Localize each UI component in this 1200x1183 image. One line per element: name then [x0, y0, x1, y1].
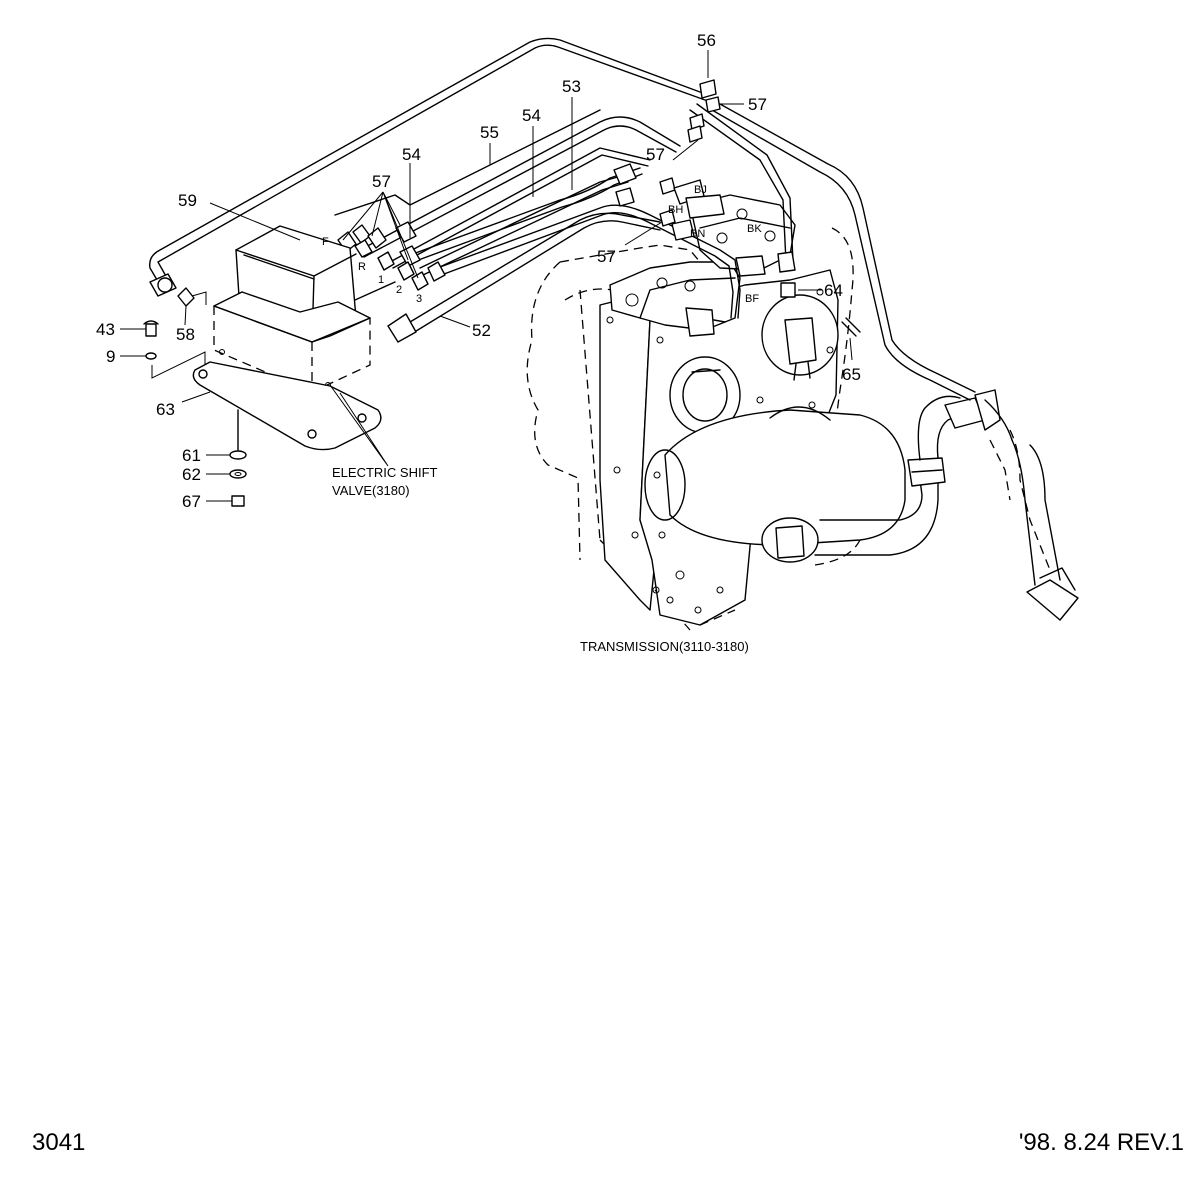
- callout-63: 63: [156, 400, 175, 419]
- leader-lines: [120, 50, 853, 502]
- callout-55: 55: [480, 123, 499, 142]
- port-bf: BF: [745, 293, 759, 305]
- callout-57-cluster: 57: [372, 172, 391, 191]
- callout-67: 67: [182, 492, 201, 511]
- port-bk: BK: [747, 223, 762, 235]
- caption-electric-shift-line1: ELECTRIC SHIFT: [332, 465, 438, 480]
- port-bh: BH: [668, 204, 683, 216]
- page-code: 3041: [32, 1129, 85, 1156]
- port-labels: F R 1 2 3 BJ BH BK BN BF: [322, 184, 762, 305]
- lines-52-55: [334, 103, 794, 337]
- callout-57-right: 57: [646, 145, 665, 164]
- housing-bolts: [606, 288, 834, 614]
- port-bj: BJ: [694, 184, 707, 196]
- callout-53: 53: [562, 77, 581, 96]
- revision-date: '98. 8.24 REV.1: [1019, 1129, 1184, 1156]
- port-r: R: [358, 261, 366, 273]
- port-1: 1: [378, 274, 384, 286]
- callout-61: 61: [182, 446, 201, 465]
- callout-56: 56: [697, 31, 716, 50]
- fittings: [337, 79, 861, 343]
- port-3: 3: [416, 293, 422, 305]
- transmission-body: [599, 194, 906, 626]
- callout-54-left: 54: [402, 145, 421, 164]
- callout-52: 52: [472, 321, 491, 340]
- captions: ELECTRIC SHIFT VALVE(3180) TRANSMISSION(…: [332, 465, 749, 654]
- electric-shift-valve: [143, 225, 382, 507]
- port-bn: BN: [690, 228, 705, 240]
- callout-54-mid: 54: [522, 106, 541, 125]
- callout-58: 58: [176, 325, 195, 344]
- caption-electric-shift-line2: VALVE(3180): [332, 483, 410, 498]
- callout-43: 43: [96, 320, 115, 339]
- callout-57-top: 57: [748, 95, 767, 114]
- return-hose: [814, 389, 1079, 621]
- footer: 3041 '98. 8.24 REV.1: [32, 1129, 1184, 1156]
- line-59: [149, 37, 976, 401]
- callout-57-low: 57: [597, 247, 616, 266]
- caption-transmission: TRANSMISSION(3110-3180): [580, 639, 749, 654]
- callouts: 56 57 53 54 55 54 57 57 57 59 52 64 65 4…: [96, 31, 861, 511]
- port-2: 2: [396, 284, 402, 296]
- callout-62: 62: [182, 465, 201, 484]
- port-f: F: [322, 236, 329, 248]
- callout-9: 9: [106, 347, 115, 366]
- callout-64: 64: [824, 281, 843, 300]
- callout-59: 59: [178, 191, 197, 210]
- callout-65: 65: [842, 365, 861, 384]
